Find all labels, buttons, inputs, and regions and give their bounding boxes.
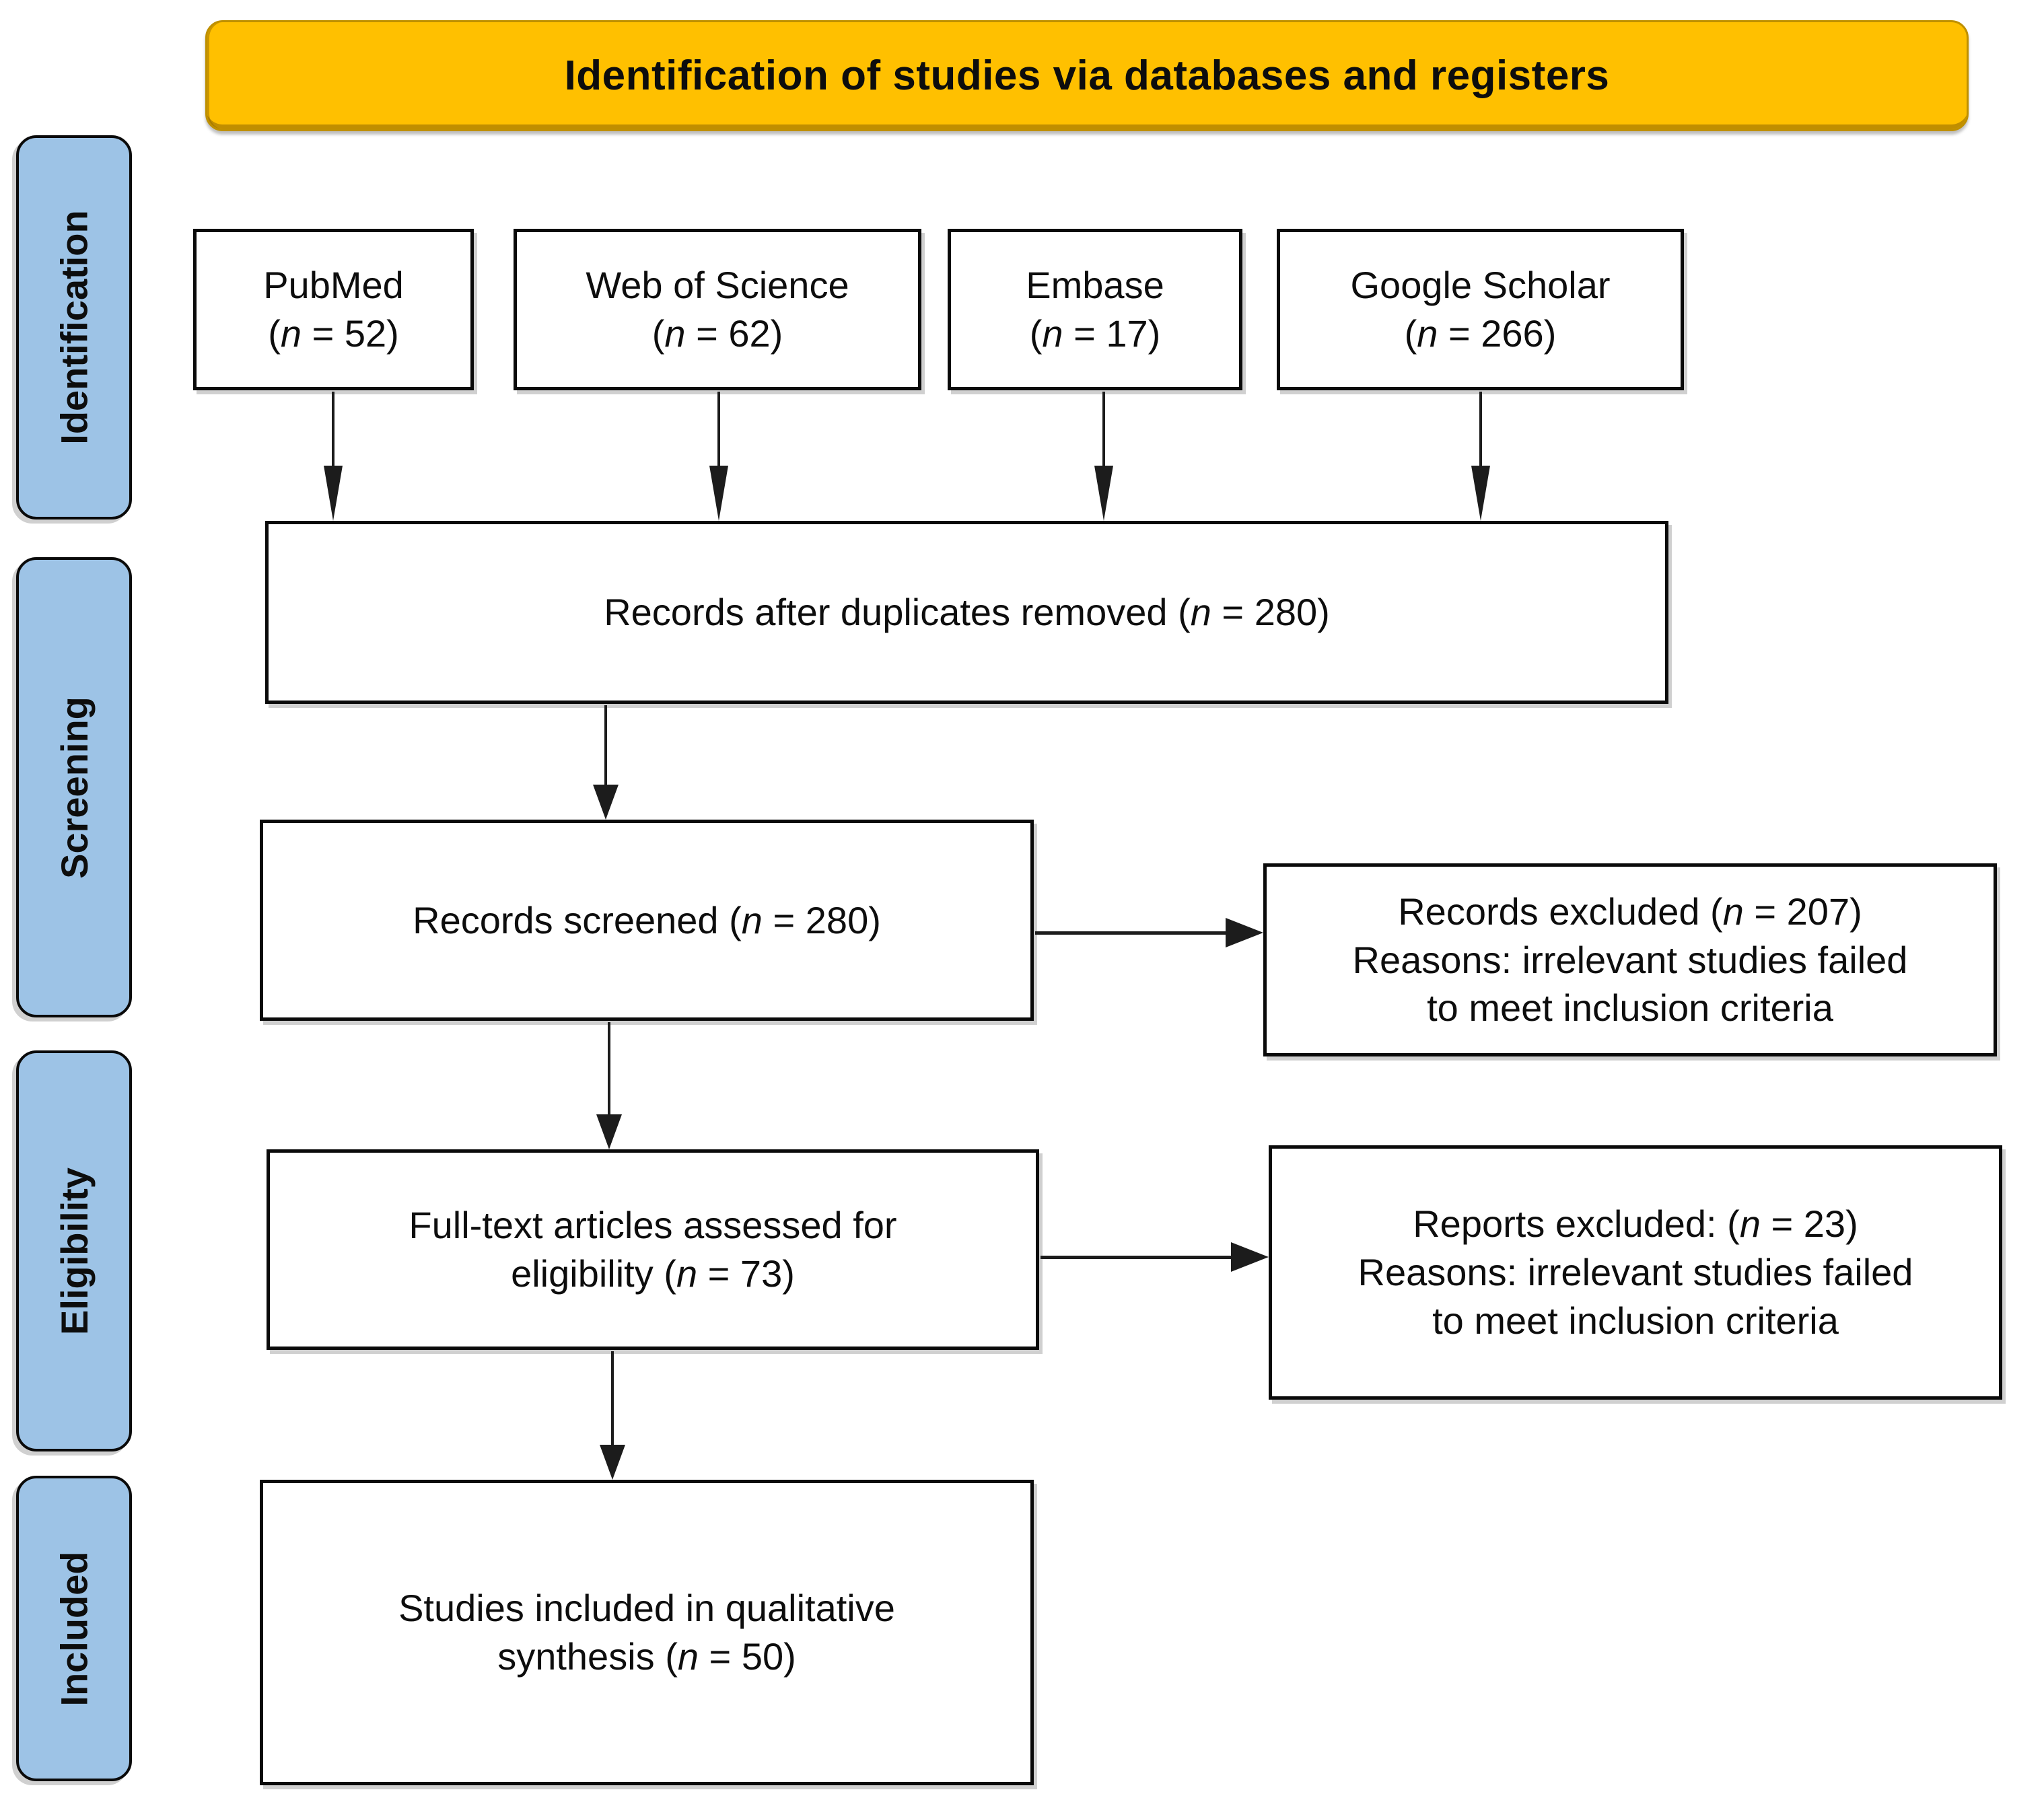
arrow-head-down-icon [709,466,728,521]
box-records-after-duplicates-text: Records after duplicates removed (n = 28… [604,591,1330,634]
arrow-duplicates-to-screened [593,705,619,820]
source-box-pubmed: PubMed (n = 52) [193,229,474,390]
box-records-screened-text: Records screened (n = 280) [413,898,881,941]
stage-label-identification: Identification [16,135,132,519]
box-fulltext-assessed: Full-text articles assessed for eligibil… [267,1149,1039,1350]
source-box-web-of-science: Web of Science (n = 62) [514,229,921,390]
arrow-pubmed-to-duplicates [321,392,345,521]
box-records-after-duplicates: Records after duplicates removed (n = 28… [265,521,1668,704]
arrow-web-of-science-to-duplicates [707,392,731,521]
arrow-head-down-icon [600,1445,625,1480]
arrow-fulltext-to-included [600,1351,625,1480]
source-box-pubmed-text: PubMed (n = 52) [263,264,404,355]
source-box-embase: Embase (n = 17) [948,229,1242,390]
stage-label-eligibility-text: Eligibility [52,1167,96,1335]
arrow-head-right-icon [1231,1242,1269,1272]
box-fulltext-assessed-text: Full-text articles assessed for eligibil… [409,1204,897,1295]
source-box-embase-text: Embase (n = 17) [1026,264,1164,355]
arrow-head-down-icon [324,466,343,521]
stage-label-included-text: Included [52,1550,96,1707]
arrow-screened-to-records-excluded [1035,918,1263,947]
arrow-screened-to-fulltext [596,1022,622,1149]
stage-label-eligibility: Eligibility [16,1050,132,1451]
arrow-embase-to-duplicates [1092,392,1116,521]
box-records-excluded: Records excluded (n = 207) Reasons: irre… [1263,863,1997,1056]
header-banner: Identification of studies via databases … [205,20,1969,131]
arrow-fulltext-to-reports-excluded [1041,1242,1269,1272]
source-box-web-of-science-text: Web of Science (n = 62) [586,264,849,355]
box-reports-excluded: Reports excluded: (n = 23) Reasons: irre… [1269,1145,2002,1400]
header-title: Identification of studies via databases … [564,52,1610,99]
box-records-screened: Records screened (n = 280) [260,820,1034,1021]
box-studies-included: Studies included in qualitative synthesi… [260,1480,1034,1785]
box-reports-excluded-text: Reports excluded: (n = 23) Reasons: irre… [1358,1203,1913,1342]
arrow-google-scholar-to-duplicates [1469,392,1493,521]
stage-label-screening: Screening [16,557,132,1017]
arrow-head-down-icon [1094,466,1113,521]
box-records-excluded-text: Records excluded (n = 207) Reasons: irre… [1352,890,1908,1030]
source-box-google-scholar-text: Google Scholar (n = 266) [1350,264,1611,355]
stage-label-screening-text: Screening [52,696,96,879]
arrow-head-right-icon [1226,918,1263,947]
arrow-head-down-icon [596,1114,622,1149]
arrow-head-down-icon [593,785,619,820]
stage-label-included: Included [16,1476,132,1781]
stage-label-identification-text: Identification [52,210,96,445]
source-box-google-scholar: Google Scholar (n = 266) [1277,229,1684,390]
box-studies-included-text: Studies included in qualitative synthesi… [398,1587,895,1678]
arrow-head-down-icon [1471,466,1490,521]
